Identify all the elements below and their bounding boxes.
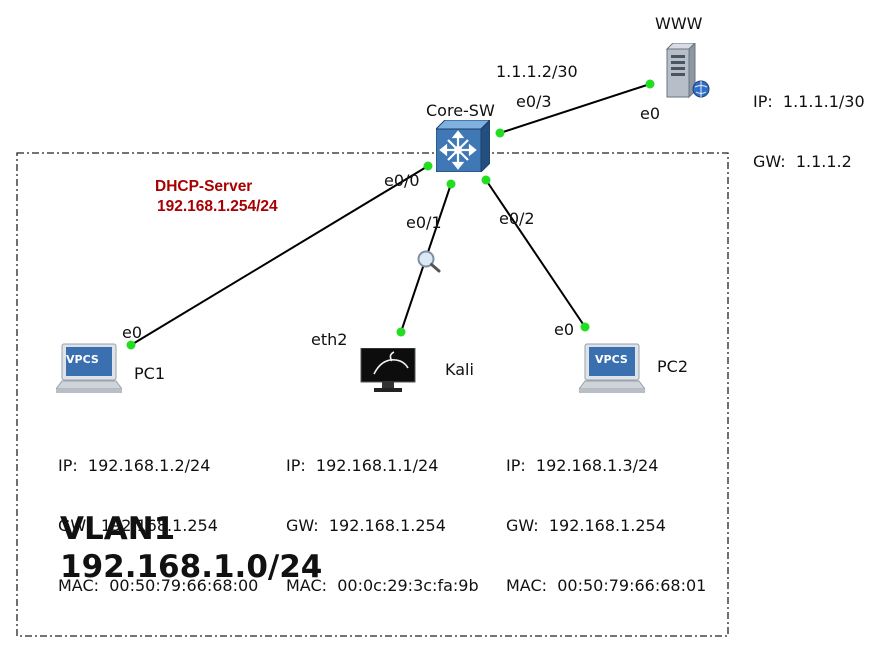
pc2-gw: GW: 192.168.1.254 [506,516,666,535]
port-label-e0-3: e0/3 [516,92,552,111]
kali-gw: GW: 192.168.1.254 [286,516,446,535]
kali-ip: IP: 192.168.1.1/24 [286,456,439,475]
link-dot [446,179,456,189]
pc1-laptop-icon[interactable] [56,343,122,395]
pc2-badge: VPCS [595,353,628,366]
link-dot [396,327,406,337]
dhcp-server-address: 192.168.1.254/24 [157,198,278,215]
vlan-boundary [16,152,729,637]
link-dot [423,161,433,171]
capture-magnifier-icon[interactable] [416,249,442,273]
www-gw: GW: 1.1.1.2 [753,152,852,171]
pc2-ip: IP: 192.168.1.3/24 [506,456,659,475]
kali-mac: MAC: 00:0c:29:3c:fa:9b [286,576,479,595]
pc1-gw: GW: 192.168.1.254 [58,516,218,535]
kali-label: Kali [445,360,474,379]
server-icon[interactable] [665,43,713,101]
link-dot [645,79,655,89]
pc1-badge: VPCS [66,353,99,366]
pc1-ip: IP: 192.168.1.2/24 [58,456,211,475]
pc1-mac: MAC: 00:50:79:66:68:00 [58,576,259,595]
kali-info: IP: 192.168.1.1/24 GW: 192.168.1.254 MAC… [286,416,479,636]
www-port-label: e0 [640,104,661,123]
link-pc1-switch[interactable] [130,165,429,346]
core-switch-icon[interactable] [436,120,490,172]
link-dot [481,175,491,185]
uplink-ip-label: 1.1.1.2/30 [496,62,578,81]
pc2-mac: MAC: 00:50:79:66:68:01 [506,576,707,595]
pc1-port-label: e0 [122,323,143,342]
link-dot [580,322,590,332]
link-dot [495,128,505,138]
pc1-info: IP: 192.168.1.2/24 GW: 192.168.1.254 MAC… [58,416,258,636]
www-label: WWW [655,14,703,33]
link-dot [126,340,136,350]
dhcp-server-title: DHCP-Server [155,178,253,195]
pc2-port-label: e0 [554,320,575,339]
link-pc2-switch[interactable] [485,179,586,328]
kali-monitor-icon[interactable] [360,348,416,396]
port-label-e0-1: e0/1 [406,213,442,232]
www-info: IP: 1.1.1.1/30 GW: 1.1.1.2 [753,52,865,212]
kali-port-label: eth2 [311,330,348,349]
vlan-name: VLAN1 [60,511,176,547]
www-ip: IP: 1.1.1.1/30 [753,92,865,111]
pc2-label: PC2 [657,357,688,376]
vlan-subnet: 192.168.1.0/24 [60,549,323,585]
core-switch-label: Core-SW [426,101,495,120]
port-label-e0-0: e0/0 [384,171,420,190]
pc1-label: PC1 [134,364,165,383]
link-switch-www[interactable] [499,83,651,134]
pc2-laptop-icon[interactable] [579,343,645,395]
port-label-e0-2: e0/2 [499,209,535,228]
pc2-info: IP: 192.168.1.3/24 GW: 192.168.1.254 MAC… [506,416,706,636]
